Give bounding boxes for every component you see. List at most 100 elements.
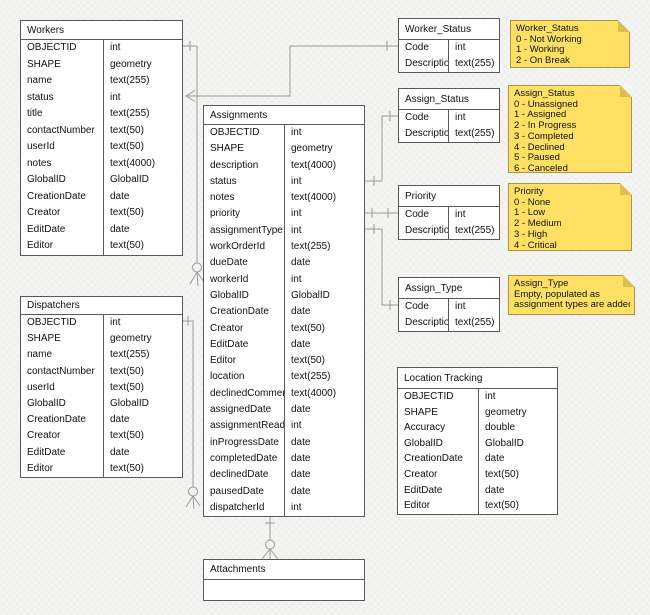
field-row: Descriptiontext(255) — [399, 315, 499, 331]
field-name: EditDate — [404, 484, 443, 496]
field-name: assignedDate — [210, 404, 272, 416]
relationship-workers-assignments[interactable] — [183, 41, 205, 287]
field-name: Code — [405, 209, 429, 220]
field-name: Description — [405, 128, 448, 139]
column-divider — [448, 40, 449, 72]
entity-title: Worker_Status — [399, 19, 499, 40]
entity-body: CodeintDescriptiontext(255) — [399, 40, 499, 72]
field-type: date — [291, 485, 311, 497]
folded-corner-icon — [620, 183, 632, 195]
entity-title: Priority — [399, 186, 499, 207]
field-type: date — [110, 190, 130, 202]
field-name: assignmentType — [210, 224, 283, 236]
field-type: geometry — [291, 143, 333, 155]
field-type: date — [485, 453, 505, 465]
field-row: SHAPE geometry — [204, 141, 364, 157]
relationship-priority-assignments[interactable] — [365, 208, 398, 218]
field-type: date — [110, 446, 130, 458]
field-type: GlobalID — [485, 437, 524, 449]
field-type: text(255) — [291, 241, 331, 253]
entity-assign_type[interactable]: Assign_TypeCodeintDescriptiontext(255) — [398, 277, 500, 332]
field-type: text(50) — [485, 468, 519, 480]
field-name: notes — [210, 192, 235, 204]
entity-body: CodeintDescriptiontext(255) — [399, 207, 499, 239]
note-line: 4 - Critical — [514, 240, 557, 251]
relationship-assignments-attachments[interactable] — [261, 514, 279, 560]
field-type: text(255) — [455, 128, 495, 139]
field-name: status — [27, 91, 54, 103]
many-marker — [185, 90, 196, 102]
field-type: geometry — [485, 406, 527, 418]
note-line: 3 - High — [514, 229, 548, 240]
note-line: 6 - Canceled — [514, 163, 568, 174]
relationship-workerstatus-workers[interactable] — [185, 41, 398, 102]
note-line: Empty, populated as — [514, 289, 600, 300]
column-divider — [448, 299, 449, 331]
field-name: contactNumber — [27, 365, 95, 377]
relationship-assigntype-assignments[interactable] — [365, 224, 398, 310]
field-type: text(255) — [110, 349, 150, 361]
field-row: CreationDate date — [21, 189, 182, 206]
field-name: notes — [27, 157, 52, 169]
field-name: declinedComment — [210, 387, 284, 399]
field-type: text(50) — [110, 141, 144, 152]
crow-foot-marker — [261, 548, 279, 560]
field-name: title — [27, 108, 43, 119]
field-row: Descriptiontext(255) — [399, 56, 499, 72]
note-line: 2 - Medium — [514, 219, 562, 230]
field-name: OBJECTID — [27, 317, 77, 328]
field-name: CreationDate — [27, 190, 86, 202]
note-line: 5 - Paused — [514, 153, 560, 164]
field-name: EditDate — [27, 223, 66, 235]
note-line: 2 - On Break — [516, 56, 570, 67]
relationship-dispatchers-assignments[interactable] — [183, 316, 201, 510]
entity-title: Assignments — [204, 106, 364, 125]
field-name: Editor — [404, 500, 431, 512]
entity-attachments[interactable]: Attachments — [203, 559, 365, 601]
field-type: GlobalID — [110, 397, 149, 409]
field-type: text(50) — [110, 207, 144, 218]
field-name: workOrderId — [210, 241, 266, 253]
field-type: date — [291, 452, 311, 464]
relationship-assignstatus-assignments[interactable] — [365, 111, 398, 186]
entity-title: Attachments — [204, 560, 364, 580]
note-line: 0 - None — [514, 197, 551, 208]
field-type: date — [291, 436, 311, 448]
entity-assign_status[interactable]: Assign_StatusCodeintDescriptiontext(255) — [398, 88, 500, 143]
entity-worker_status[interactable]: Worker_StatusCodeintDescriptiontext(255) — [398, 18, 500, 73]
field-type: text(4000) — [110, 157, 156, 169]
zero-marker — [265, 539, 275, 550]
field-type: text(50) — [291, 355, 325, 367]
entity-priority[interactable]: PriorityCodeintDescriptiontext(255) — [398, 185, 500, 240]
note-line: assignment types are added — [514, 300, 630, 311]
crow-foot-marker — [189, 271, 205, 287]
entity-title: Assign_Type — [399, 278, 499, 299]
field-name: OBJECTID — [404, 391, 454, 402]
field-name: SHAPE — [210, 143, 244, 155]
note-line: 1 - Assigned — [514, 110, 567, 121]
note-line: 1 - Low — [514, 208, 546, 219]
field-row: workOrderId text(255) — [204, 239, 364, 255]
field-row: Description text(255) — [399, 126, 499, 142]
